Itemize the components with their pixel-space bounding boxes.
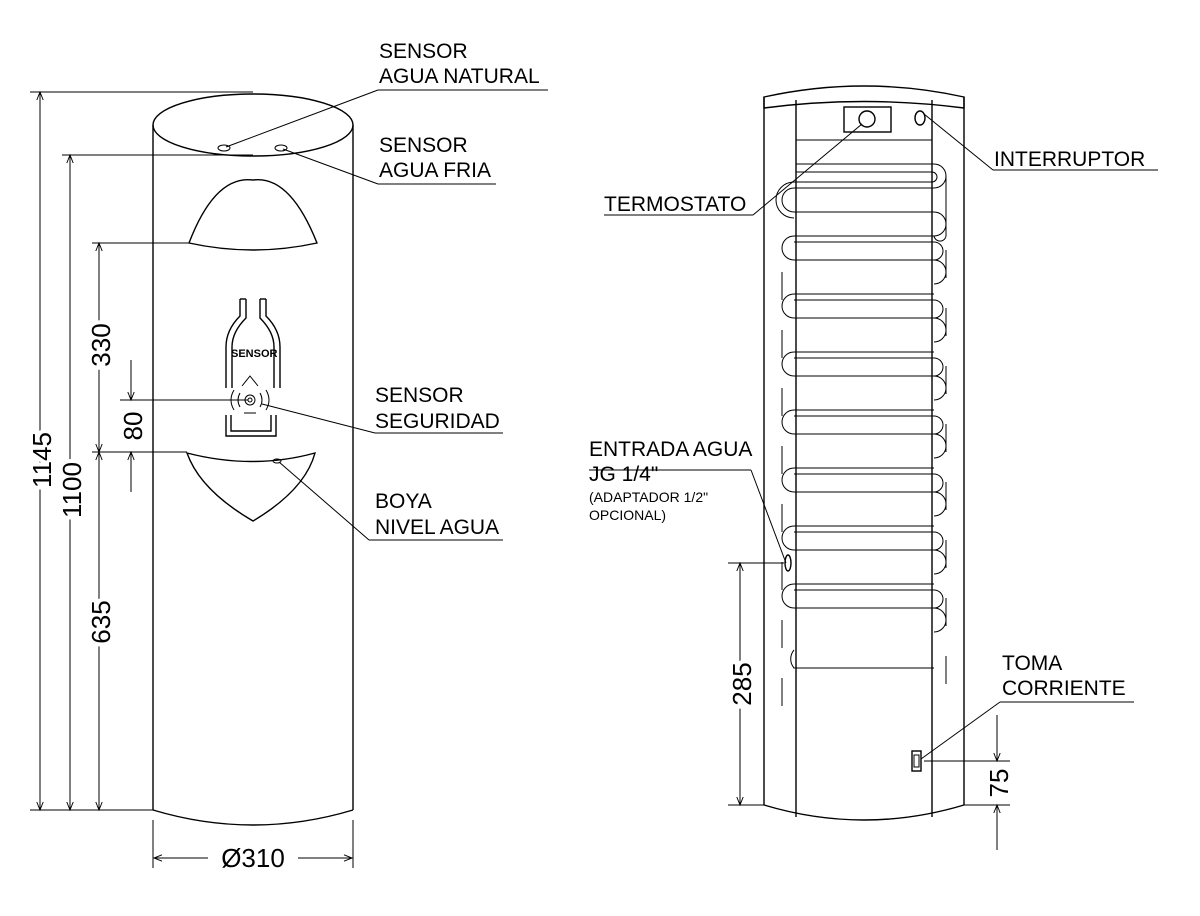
front-cylinder-body [152,93,354,826]
thermostat-knob [858,110,876,128]
label-sensor-natural-2: AGUA NATURAL [379,65,540,88]
label-entrada-2: JG 1/4" [589,463,658,486]
dim-body-height: 1100 [57,462,87,518]
sensor-fria-hole [274,144,288,152]
upper-outlet [188,178,318,251]
front-leaders [225,89,548,541]
label-sensor-natural-1: SENSOR [379,40,468,63]
switch-icon [914,110,926,126]
front-dimensions [30,90,354,868]
label-termostato: TERMOSTATO [604,193,746,216]
dim-sensor-to-lower: 80 [118,412,148,441]
back-dimensions [728,561,1010,850]
label-toma-1: TOMA [1002,652,1062,675]
label-sensor-fria-1: SENSOR [379,134,468,157]
back-view: 285 75 TERMOSTATO INTERRUPTOR ENTRADA AG… [589,85,1158,850]
dim-diameter: Ø310 [221,843,285,873]
label-entrada-4: OPCIONAL) [589,507,666,523]
dim-upper-to-sensor: 330 [86,323,116,366]
power-socket [911,750,922,772]
water-inlet [784,554,792,572]
coil-edge-path [781,250,947,706]
front-view: SENSOR [23,40,548,873]
coil-loops [781,235,947,706]
back-leaders [589,113,1158,760]
lower-outlet [185,451,316,522]
dim-socket-height: 75 [984,769,1014,798]
label-entrada-3: (ADAPTADOR 1/2" [589,489,708,505]
label-sensor-seguridad-1: SENSOR [375,384,464,407]
bottle-icon: SENSOR [225,298,281,388]
lower-tray-bracket [225,415,277,437]
label-toma-2: CORRIENTE [1002,677,1126,700]
dim-inlet-height: 285 [727,662,757,705]
label-sensor-fria-2: AGUA FRIA [379,159,491,182]
label-boya-2: NIVEL AGUA [375,516,499,539]
dim-lower-height: 635 [86,600,116,643]
label-boya-1: BOYA [375,490,432,513]
back-cylinder-body [763,85,965,821]
sensor-natural-hole [217,144,231,152]
label-entrada-1: ENTRADA AGUA [589,438,752,461]
condenser-coil[interactable] [781,163,947,237]
thermostat-box [843,106,892,133]
bottle-sensor-text: SENSOR [231,348,278,360]
label-sensor-seguridad-2: SEGURIDAD [375,410,500,433]
float-sensor-hole [272,458,282,464]
security-sensor-icon [230,375,270,414]
coil-loop-path [781,235,947,669]
dim-total-height: 1145 [27,432,57,488]
label-interruptor: INTERRUPTOR [994,148,1145,171]
